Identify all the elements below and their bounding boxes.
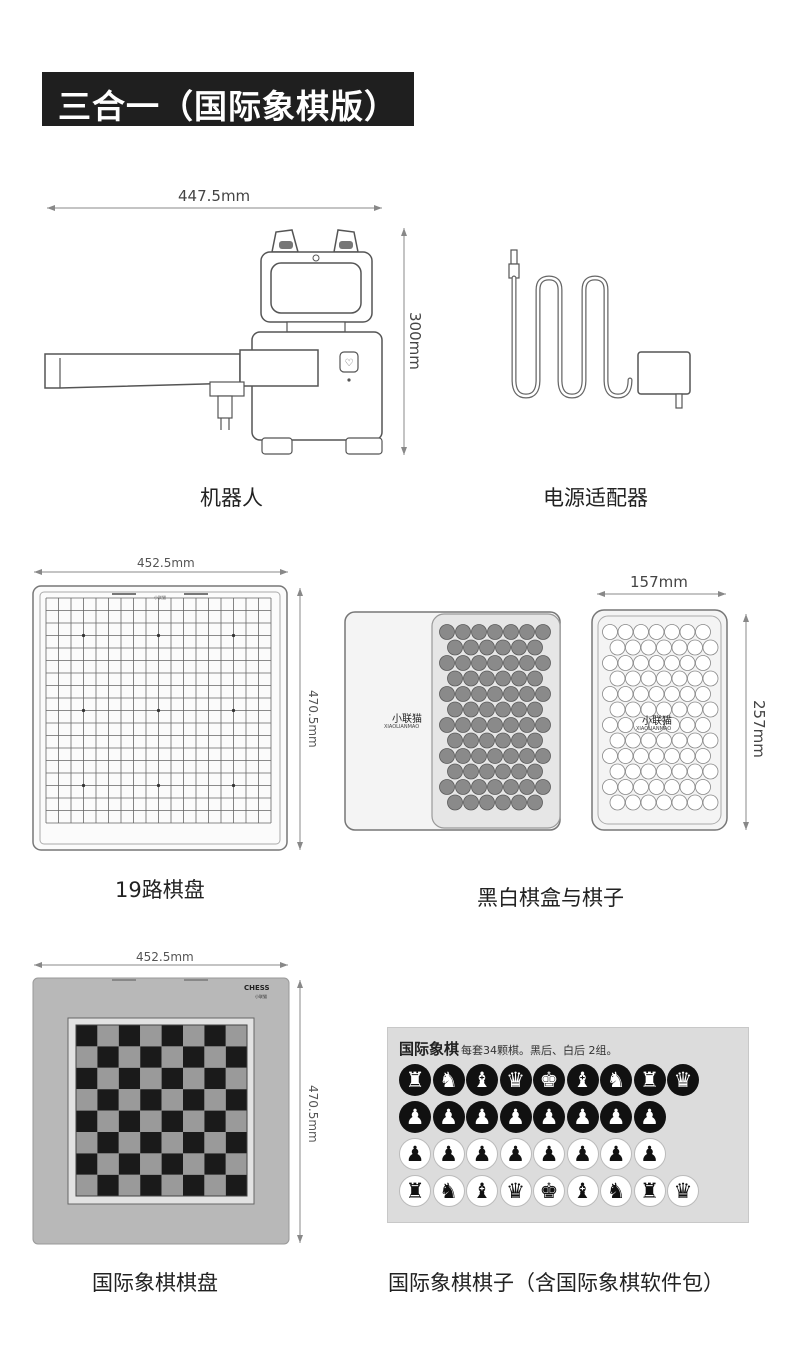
go-board-width-label: 452.5mm [137,556,195,570]
chess-piece-black: ♟ [633,1101,666,1133]
chess-piece-black: ♞ [600,1064,632,1096]
chess-piece-black: ♛ [667,1064,699,1096]
chess-piece-black: ♜ [399,1064,431,1096]
go-box-caption: 黑白棋盒与棋子 [477,886,624,910]
chess-piece-black: ♚ [533,1064,565,1096]
chess-piece-white: ♛ [667,1175,699,1207]
chess-piece-black: ♝ [566,1064,599,1096]
chess-piece-black: ♟ [432,1101,465,1133]
page-title: 三合一（国际象棋版） [58,87,398,126]
white-box-brand: 小联猫 [642,716,672,727]
chess-piece-white: ♟ [399,1138,431,1170]
go-board-caption: 19路棋盘 [115,878,205,902]
chess-piece-white: ♜ [399,1175,431,1207]
chess-board-illustration [32,962,303,1245]
black-box-brand-sub: XIAOLIANMAO [384,724,420,730]
chess-board-width-label: 452.5mm [136,950,194,964]
chess-piece-white: ♟ [432,1138,465,1170]
go-board-illustration [32,569,303,851]
chess-pieces-caption: 国际象棋棋子（含国际象棋软件包） [388,1271,724,1295]
chess-piece-black: ♟ [566,1101,599,1133]
chess-piece-white: ♟ [600,1138,632,1170]
robot-caption: 机器人 [200,486,263,510]
chess-piece-white: ♟ [533,1138,565,1170]
go-board-brand: 小联猫 [154,595,166,600]
chess-piece-white: ♟ [499,1138,532,1170]
adapter-caption: 电源适配器 [543,486,648,510]
svg-text:♡: ♡ [345,358,354,369]
chess-piece-black: ♟ [533,1101,565,1133]
chess-piece-white: ♞ [432,1175,465,1207]
chess-piece-white: ♜ [633,1175,666,1207]
chess-piece-black: ♟ [399,1101,431,1133]
chess-piece-white: ♚ [533,1175,565,1207]
chess-piece-black: ♝ [466,1064,498,1096]
title-banner [42,72,414,126]
chess-board-logo: CHESS [244,984,270,992]
chess-board-logo-sub: 小联猫 [255,994,267,999]
chess-piece-white: ♟ [566,1138,599,1170]
white-box-brand-sub: XIAOLIANMAO [636,726,672,732]
chess-piece-black: ♞ [432,1064,465,1096]
chess-piece-white: ♟ [466,1138,498,1170]
chess-piece-black: ♟ [499,1101,532,1133]
chess-piece-black: ♜ [633,1064,666,1096]
robot-width-label: 447.5mm [178,187,251,205]
chess-pieces-title: 国际象棋 [399,1040,460,1058]
chess-piece-white: ♞ [600,1175,632,1207]
chess-board-height-label: 470.5mm [306,1085,320,1143]
chess-piece-white: ♟ [633,1138,666,1170]
chess-piece-black: ♛ [499,1064,532,1096]
go-boxes-illustration [344,591,749,831]
power-adapter-illustration [508,249,691,409]
chess-piece-white: ♝ [566,1175,599,1207]
go-box-width-label: 157mm [630,573,688,591]
chess-piece-black: ♟ [466,1101,498,1133]
black-box-brand: 小联猫 [392,714,422,725]
chess-piece-black: ♟ [600,1101,632,1133]
chess-piece-white: ♛ [499,1175,532,1207]
robot-illustration: ♡ [44,205,407,455]
chess-board-caption: 国际象棋棋盘 [92,1271,218,1295]
chess-piece-white: ♝ [466,1175,498,1207]
chess-pieces-note: 每套34颗棋。黑后、白后 2组。 [461,1044,618,1057]
